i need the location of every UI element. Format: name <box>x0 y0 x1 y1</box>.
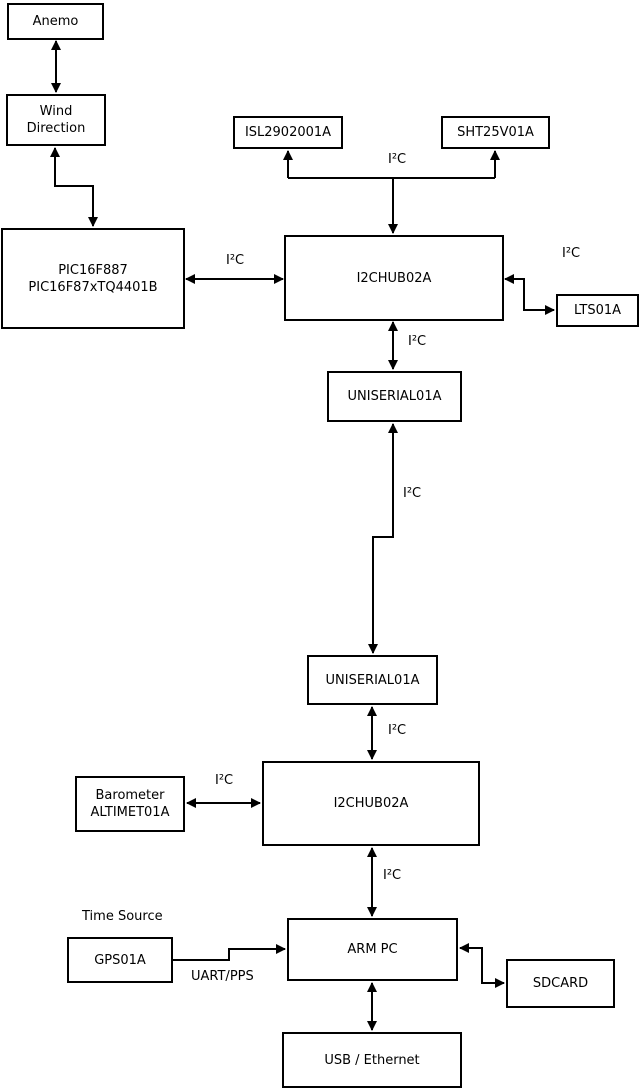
connector-uniserial-uniserial <box>368 423 398 654</box>
node-i2chub02a-bottom-label: I2CHUB02A <box>333 796 409 811</box>
node-lts01a: LTS01A <box>556 294 639 327</box>
node-sdcard: SDCARD <box>506 959 615 1008</box>
node-barometer-altimet01a-label: Barometer ALTIMET01A <box>90 788 170 820</box>
connector-armpc-sdcard <box>459 943 505 988</box>
connector-gps-armpc <box>173 944 286 961</box>
connector-wind-pic <box>50 147 98 227</box>
node-sht25v01a: SHT25V01A <box>441 116 550 149</box>
i2c-label-pic-hub: I²C <box>226 253 245 268</box>
node-anemo-label: Anemo <box>32 14 79 29</box>
node-anemo: Anemo <box>7 3 104 40</box>
node-uniserial01a-bottom-label: UNISERIAL01A <box>325 672 420 688</box>
node-usb-ethernet-label: USB / Ethernet <box>324 1052 420 1068</box>
node-arm-pc: ARM PC <box>287 918 458 981</box>
node-barometer-altimet01a: Barometer ALTIMET01A <box>75 776 185 832</box>
node-uniserial01a-bottom: UNISERIAL01A <box>307 655 438 705</box>
node-uniserial01a-top-label: UNISERIAL01A <box>347 389 442 404</box>
node-usb-ethernet: USB / Ethernet <box>282 1032 462 1088</box>
i2c-label-hub-uniserial: I²C <box>408 334 427 349</box>
i2c-label-barometer-hub2: I²C <box>215 773 234 788</box>
node-lts01a-label: LTS01A <box>573 303 622 318</box>
node-isl2902001a: ISL2902001A <box>233 116 343 149</box>
node-pic16f887-label: PIC16F887 PIC16F87xTQ4401B <box>28 262 158 295</box>
node-isl2902001a-label: ISL2902001A <box>244 125 332 140</box>
node-uniserial01a-top: UNISERIAL01A <box>327 371 462 422</box>
node-wind-direction: Wind Direction <box>6 94 106 146</box>
uart-pps-label: UART/PPS <box>191 969 254 984</box>
node-arm-pc-label: ARM PC <box>347 942 398 957</box>
node-i2chub02a-top: I2CHUB02A <box>284 235 504 321</box>
node-pic16f887: PIC16F887 PIC16F87xTQ4401B <box>1 228 185 329</box>
connector-i2chub-lts <box>504 274 555 315</box>
i2c-label-uniserial-link: I²C <box>403 486 422 501</box>
node-i2chub02a-top-label: I2CHUB02A <box>356 270 432 286</box>
node-i2chub02a-bottom: I2CHUB02A <box>262 761 480 846</box>
node-wind-direction-label: Wind Direction <box>26 104 86 136</box>
node-sht25v01a-label: SHT25V01A <box>457 125 534 140</box>
i2c-label-hub-lts: I²C <box>562 246 581 261</box>
time-source-label: Time Source <box>82 909 163 924</box>
node-gps01a-label: GPS01A <box>94 952 146 968</box>
node-gps01a: GPS01A <box>67 937 173 983</box>
i2c-label-uniserial-hub2: I²C <box>388 723 407 738</box>
node-sdcard-label: SDCARD <box>532 976 589 991</box>
i2c-label-branch: I²C <box>388 152 407 167</box>
i2c-label-hub2-armpc: I²C <box>383 868 402 883</box>
